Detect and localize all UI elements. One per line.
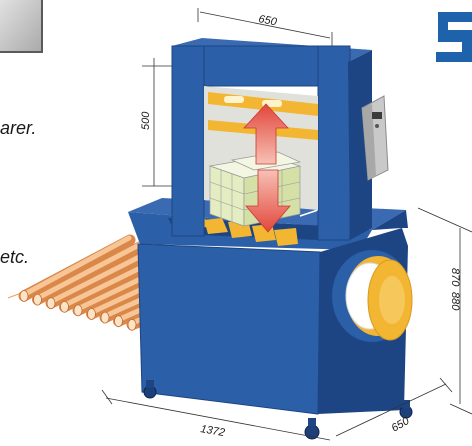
dimension-top-width xyxy=(197,8,333,48)
dimension-side-height-b-label: 880 xyxy=(449,292,461,311)
text-fragment-2: etc. xyxy=(0,247,29,267)
conveyor-roller xyxy=(18,234,136,302)
dimension-side-height xyxy=(417,207,472,415)
conveyor-roller xyxy=(32,238,151,306)
dimension-frame-height-label: 500 xyxy=(140,111,152,130)
press-motion-arrows xyxy=(243,103,291,233)
grey-button-fragment xyxy=(0,0,43,53)
text-fragment-1: arer. xyxy=(0,118,36,138)
castor-wheels xyxy=(143,380,413,440)
dimension-base-depth xyxy=(335,377,453,437)
strap-coil xyxy=(332,250,413,342)
dimension-top-width-label: 650 xyxy=(257,13,278,28)
dimension-side-height-a-label: 870 xyxy=(449,268,461,287)
brand-logo xyxy=(436,12,472,62)
dimension-base-length xyxy=(101,389,331,441)
control-panel xyxy=(361,95,389,181)
dimension-base-length-label: 1372 xyxy=(199,423,225,439)
